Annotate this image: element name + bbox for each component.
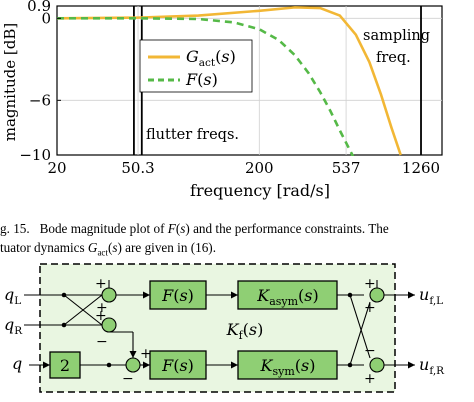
block-gain-two [49, 351, 81, 379]
sum-junction-mid [101, 317, 117, 333]
y-tick-label-2: −6 [29, 91, 51, 109]
block-gain-two-label: 2 [60, 356, 70, 375]
annotation-sampling-line2: freq. [376, 50, 411, 66]
annotation-flutter: flutter freqs. [146, 127, 239, 143]
caption-line-2: tuator dynamics Gact(s) are given in (16… [0, 240, 216, 258]
series-line-0 [56, 6, 402, 156]
input-qR-label: qR [4, 315, 23, 337]
input-qL-label: qL [4, 285, 21, 307]
sign-plus-7: + [364, 371, 376, 387]
sum-junction-bottom [125, 357, 141, 373]
sign-plus-6: + [364, 300, 376, 316]
sum-signs: + + + − + − + + − + [95, 276, 376, 387]
x-tick-labels: 20 50.3 200 537 1260 [47, 159, 440, 177]
sum-junction-top [101, 287, 117, 303]
sign-plus-4: + [140, 346, 152, 362]
sign-plus-5: + [364, 276, 376, 292]
output-ufL-label: uf,L [419, 285, 443, 307]
legend: Gact(s) F(s) [139, 39, 253, 93]
axis-mask [58, 156, 443, 170]
plot-frame [56, 5, 443, 156]
arrowheads [43, 291, 415, 369]
block-kasym [237, 280, 338, 310]
block-f-top [149, 280, 207, 310]
figure-caption: g. 15. Bode magnitude plot of F(s) and t… [0, 219, 474, 263]
grid-lines [57, 6, 442, 155]
caption-line-1: g. 15. Bode magnitude plot of F(s) and t… [0, 221, 389, 236]
sum-junction-out-bottom [369, 357, 385, 373]
sign-plus-2: + [96, 300, 108, 316]
x-axis-label: frequency [rad/s] [190, 181, 330, 200]
sign-plus-3: + [95, 308, 107, 324]
sum-junction-out-top [369, 287, 385, 303]
y-tick-label-3: −10 [19, 146, 51, 164]
y-tick-labels: 0.90 −6 −10 [19, 0, 61, 164]
x-tick-label-0: 20 [47, 159, 66, 177]
legend-box [139, 39, 253, 93]
sign-plus-1: + [95, 276, 107, 292]
sign-minus-1: − [96, 334, 108, 350]
output-ufR-label: uf,R [419, 355, 445, 377]
sign-minus-2: − [122, 371, 134, 387]
kf-group-label: Kf(s) [226, 320, 264, 342]
legend-label-f: F(s) [185, 70, 218, 89]
sign-minus-3: − [364, 343, 376, 359]
block-f-bottom [149, 350, 207, 380]
y-tick-label-0: 0.9 [27, 0, 51, 15]
x-tick-label-1: 50.3 [121, 159, 154, 177]
bode-magnitude-chart: 0.90 −6 −10 20 50.3 200 537 1260 magnitude [dB… [1, 0, 443, 200]
y-tick-label-1: 0 [41, 9, 51, 27]
block-f-bottom-label: F(s) [161, 356, 194, 375]
x-tick-label-2: 200 [245, 159, 274, 177]
series-line-1 [57, 16, 364, 170]
legend-label-gact: Gact(s) [186, 47, 236, 69]
series-group [56, 6, 443, 170]
block-ksym [237, 350, 338, 380]
annotation-sampling: sampling [363, 28, 430, 44]
x-tick-label-3: 537 [332, 159, 361, 177]
block-kasym-label: Kasym(s) [256, 286, 319, 308]
block-f-top-label: F(s) [161, 286, 194, 305]
input-q-label: q [12, 354, 22, 373]
kf-region [39, 263, 396, 393]
block-diagram: F(s) Kasym(s) 2 F(s) Ksym(s) Kf(s) qL qR… [4, 263, 445, 393]
x-tick-label-4: 1260 [402, 159, 440, 177]
y-axis-label: magnitude [dB] [1, 23, 19, 142]
junction-dots [61, 292, 353, 368]
